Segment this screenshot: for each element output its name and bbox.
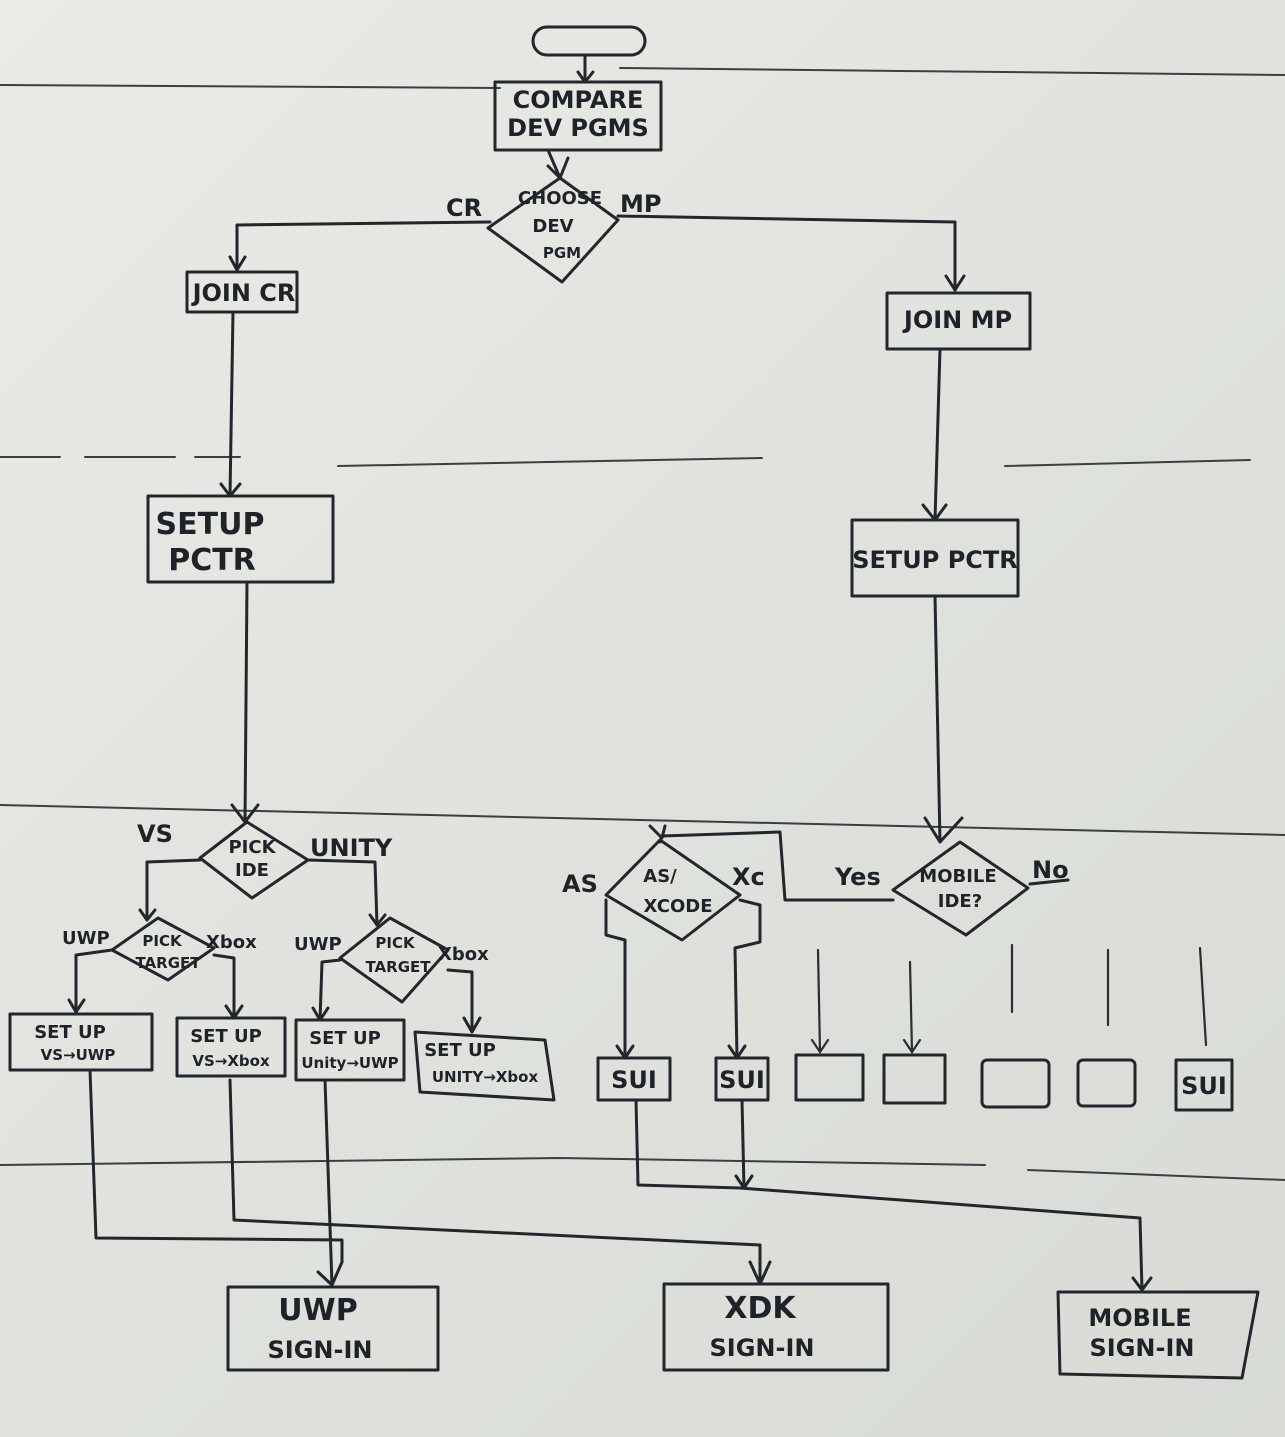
pick-target-vs-line-2: TARGET: [135, 954, 201, 972]
edge-label-xbox-1: Xbox: [206, 932, 257, 953]
sui-node-2: SUI: [714, 1056, 770, 1102]
start-terminal: [531, 25, 647, 57]
edge-labels: CR MP VS UNITY UWP Xbox UWP Xbox AS Xc Y…: [62, 190, 1069, 965]
compare-dev-pgms-node: COMPARE DEV PGMS: [493, 80, 663, 152]
sui-label-1: SUI: [611, 1066, 657, 1094]
setup-vs-uwp-line-1: SET UP: [34, 1022, 106, 1043]
pick-ide-line-1: PICK: [228, 837, 276, 858]
as-xcode-decision: AS/ XCODE: [604, 838, 742, 942]
setup-vs-xbox-node: SET UP VS→Xbox: [175, 1016, 287, 1078]
empty-box-1: [794, 1053, 865, 1102]
setup-pctr-left-line-1: SETUP: [156, 507, 265, 542]
edge-label-xc: Xc: [732, 863, 765, 891]
mobile-ide-line-1: MOBILE: [919, 866, 996, 887]
pick-ide-line-2: IDE: [235, 860, 269, 881]
join-mp-node: JOIN MP: [885, 291, 1032, 351]
edge-label-uwp-2: UWP: [294, 934, 342, 955]
pick-ide-decision: PICK IDE: [198, 820, 310, 900]
join-cr-node: JOIN CR: [185, 270, 299, 314]
edge-label-unity: UNITY: [310, 834, 393, 862]
mobile-signin-line-1: MOBILE: [1088, 1304, 1191, 1332]
pick-target-unity-line-1: PICK: [375, 934, 416, 952]
swimlane-lines: [0, 67, 1285, 1181]
setup-pctr-left-node: SETUP PCTR: [146, 494, 335, 584]
setup-pctr-left-line-2: PCTR: [168, 543, 256, 578]
choose-line-3: PGM: [543, 244, 581, 262]
setup-unity-uwp-line-1: SET UP: [309, 1028, 381, 1049]
empty-box-3: [980, 1058, 1051, 1109]
xdk-signin-node: XDK SIGN-IN: [662, 1282, 890, 1372]
setup-unity-xbox-node: SET UP UNITY→Xbox: [413, 1030, 556, 1102]
setup-unity-uwp-line-2: Unity→UWP: [301, 1054, 398, 1072]
compare-line-1: COMPARE: [513, 86, 644, 114]
mobile-signin-node: MOBILE SIGN-IN: [1056, 1290, 1260, 1380]
pick-target-unity-line-2: TARGET: [365, 958, 431, 976]
sui-label-2: SUI: [719, 1066, 765, 1094]
edge-label-xbox-2: Xbox: [438, 944, 489, 965]
setup-vs-xbox-line-2: VS→Xbox: [192, 1052, 270, 1070]
setup-unity-uwp-node: SET UP Unity→UWP: [294, 1018, 406, 1082]
join-cr-label: JOIN CR: [191, 279, 296, 307]
mobile-signin-line-2: SIGN-IN: [1090, 1334, 1195, 1362]
sui-node-1: SUI: [596, 1056, 672, 1102]
choose-line-2: DEV: [532, 216, 573, 237]
setup-unity-xbox-line-2: UNITY→Xbox: [432, 1068, 539, 1086]
pick-target-vs-decision: PICK TARGET: [110, 916, 216, 982]
empty-box-4: [1076, 1058, 1137, 1108]
join-mp-label: JOIN MP: [902, 306, 1012, 334]
connectors: [74, 53, 1208, 1292]
edge-label-cr: CR: [446, 194, 482, 222]
mobile-ide-line-2: IDE?: [938, 891, 982, 912]
edge-label-vs: VS: [137, 820, 173, 848]
choose-line-1: CHOOSE: [518, 188, 602, 209]
setup-pctr-right-label: SETUP PCTR: [852, 546, 1018, 574]
uwp-signin-node: UWP SIGN-IN: [226, 1285, 440, 1372]
edge-label-mp: MP: [620, 190, 661, 218]
setup-vs-uwp-line-2: VS→UWP: [41, 1046, 116, 1064]
compare-line-2: DEV PGMS: [507, 114, 649, 142]
pick-target-vs-line-1: PICK: [142, 932, 183, 950]
edge-label-no: No: [1032, 856, 1069, 884]
mobile-ide-decision: MOBILE IDE?: [891, 840, 1030, 937]
setup-vs-xbox-line-1: SET UP: [190, 1026, 262, 1047]
xdk-signin-line-1: XDK: [724, 1291, 797, 1326]
edge-label-as: AS: [562, 870, 598, 898]
empty-box-2: [882, 1053, 947, 1105]
setup-vs-uwp-node: SET UP VS→UWP: [8, 1012, 154, 1072]
sui-node-3: SUI: [1174, 1058, 1234, 1112]
sui-label-3: SUI: [1181, 1072, 1227, 1100]
choose-dev-pgm-decision: CHOOSE DEV PGM: [486, 176, 620, 284]
edge-label-uwp-1: UWP: [62, 928, 110, 949]
setup-unity-xbox-line-1: SET UP: [424, 1040, 496, 1061]
uwp-signin-line-2: SIGN-IN: [268, 1336, 373, 1364]
xdk-signin-line-2: SIGN-IN: [710, 1334, 815, 1362]
as-xcode-line-2: XCODE: [644, 896, 713, 917]
pick-target-unity-decision: PICK TARGET: [338, 916, 450, 1004]
as-xcode-line-1: AS/: [643, 866, 677, 887]
setup-pctr-right-node: SETUP PCTR: [850, 518, 1020, 598]
edge-label-yes: Yes: [834, 863, 881, 891]
arrowheads: [67, 70, 1153, 1292]
uwp-signin-line-1: UWP: [278, 1293, 357, 1328]
